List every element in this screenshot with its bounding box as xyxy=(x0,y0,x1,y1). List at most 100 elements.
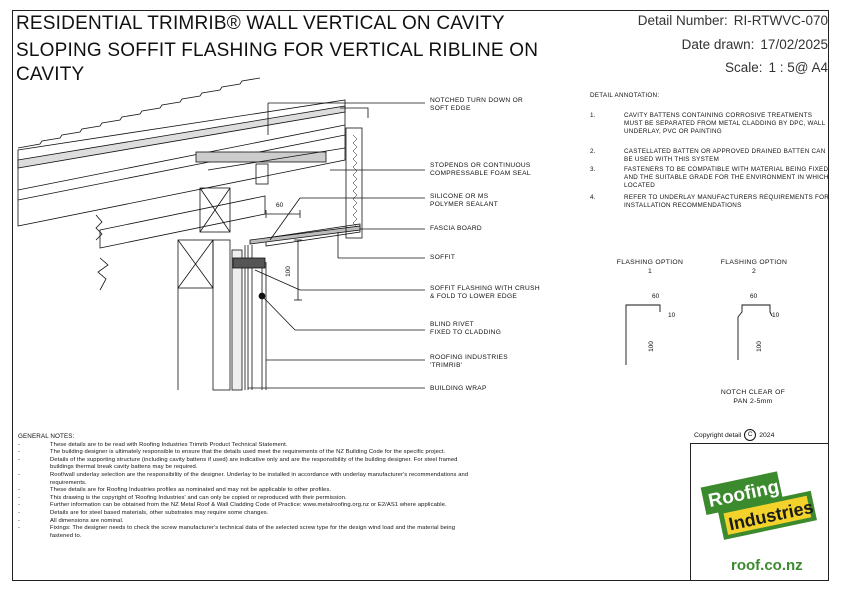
wall-stud xyxy=(212,239,231,391)
annotation-number: 4. xyxy=(590,194,596,201)
scale-value: 1 : 5@ A4 xyxy=(768,60,829,75)
note-bullet: - xyxy=(18,517,21,524)
callout-soft-edge: SOFT EDGE xyxy=(430,105,471,112)
copyright-year: 2024 xyxy=(759,431,775,439)
note-bullet: - xyxy=(18,525,21,532)
cavity-batten xyxy=(231,249,243,391)
copyright-text: Copyright detail xyxy=(694,431,742,439)
annotation-item: 3. FASTENERS TO BE COMPATIBLE WITH MATER… xyxy=(590,166,830,192)
dimension-60: 60 xyxy=(276,202,284,209)
general-note: - These details are for Roofing Industrie… xyxy=(18,487,478,495)
copyright-line: Copyright detail C 2024 xyxy=(694,429,774,441)
note-bullet: - xyxy=(18,456,21,463)
note-text: The building designer is ultimately resp… xyxy=(50,449,446,456)
note-bullet: - xyxy=(18,502,21,509)
callout-polymer-sealant: POLYMER SEALANT xyxy=(430,201,499,208)
annotation-number: 2. xyxy=(590,148,596,155)
note-text: These details are for Roofing Industries… xyxy=(50,487,332,494)
callout-notched-turn-down: NOTCHED TURN DOWN OR xyxy=(430,97,524,104)
annotation-number: 1. xyxy=(590,112,596,119)
date-drawn: Date drawn: 17/02/2025 xyxy=(676,37,828,52)
note-text: Roof/wall underlay selection are the res… xyxy=(50,471,469,486)
drawing-title-line-1: RESIDENTIAL TRIMRIB® WALL VERTICAL ON CA… xyxy=(16,13,505,34)
soffit-board xyxy=(265,223,361,247)
notch-note-line-1: NOTCH CLEAR OF xyxy=(720,389,786,396)
top-plate xyxy=(199,187,231,233)
flashing-option-2-title: FLASHING OPTION 2 xyxy=(710,258,798,276)
flashing-option-1-number: 1 xyxy=(647,268,653,275)
detail-number: Detail Number: RI-RTWVC-070 xyxy=(632,13,828,28)
annotation-item: 2. CASTELLATED BATTEN OR APPROVED DRAINE… xyxy=(590,148,830,164)
note-bullet: - xyxy=(18,494,21,501)
general-note: - These details are to be read with Roofi… xyxy=(18,442,478,450)
note-bullet: - xyxy=(18,487,21,494)
detail-number-label: Detail Number: xyxy=(637,13,728,28)
callout-crush-fold: & FOLD TO LOWER EDGE xyxy=(430,293,518,300)
callout-stopends: STOPENDS OR CONTINUOUS xyxy=(430,162,531,169)
general-note: - The building designer is ultimately res… xyxy=(18,449,478,457)
general-note: -Details of the supporting structure (in… xyxy=(18,457,478,472)
note-text: Details are for steel based materials, o… xyxy=(50,509,269,516)
callout-trimrib: 'TRIMRIB' xyxy=(430,362,463,369)
date-drawn-value: 17/02/2025 xyxy=(760,37,828,52)
note-text: These details are to be read with Roofin… xyxy=(50,441,288,448)
annotation-item: 1. CAVITY BATTENS CONTAINING CORROSIVE T… xyxy=(590,112,830,138)
general-notes: GENERAL NOTES: - These details are to be … xyxy=(18,433,478,540)
scale-label: Scale: xyxy=(724,60,763,75)
note-text: Further information can be obtained from… xyxy=(50,502,447,509)
general-note: - Details are for steel based materials, … xyxy=(18,510,478,518)
annotation-heading: DETAIL ANNOTATION: xyxy=(590,92,660,99)
detail-number-value: RI-RTWVC-070 xyxy=(733,13,828,28)
notch-note: NOTCH CLEAR OF PAN 2-5mm xyxy=(708,388,798,406)
flashing-option-1-title: FLASHING OPTION 1 xyxy=(606,258,694,276)
general-note: - Further information can be obtained fro… xyxy=(18,502,478,510)
flashing-option-2-profile xyxy=(737,304,773,360)
note-bullet: - xyxy=(18,471,21,478)
general-note: - Fixings: The designer needs to check th… xyxy=(18,525,478,540)
note-text: Fixings: The designer needs to check the… xyxy=(50,525,456,539)
logo-panel: Roofing Industries roof.co.nz xyxy=(690,443,829,581)
note-bullet: - xyxy=(18,441,21,448)
general-note: - Roof/wall underlay selection are the re… xyxy=(18,472,478,487)
general-note: - This drawing is the copyright of 'Roofi… xyxy=(18,495,478,503)
option-1-dim-10: 10 xyxy=(668,312,676,319)
callout-building-wrap: BUILDING WRAP xyxy=(430,385,487,392)
option-2-dim-60: 60 xyxy=(750,293,758,300)
option-1-dim-100: 100 xyxy=(647,341,655,352)
fascia-board xyxy=(345,127,363,239)
annotation-text: REFER TO UNDERLAY MANUFACTURERS REQUIREM… xyxy=(624,194,830,209)
callout-roofing-industries: ROOFING INDUSTRIES xyxy=(430,354,508,361)
callout-fascia-board: FASCIA BOARD xyxy=(430,225,482,232)
scale: Scale: 1 : 5@ A4 xyxy=(719,60,828,75)
date-drawn-label: Date drawn: xyxy=(681,37,755,52)
option-1-dim-60: 60 xyxy=(652,293,660,300)
rafter xyxy=(17,99,346,227)
general-note: - All dimensions are nominal. xyxy=(18,518,478,526)
option-2-dim-100: 100 xyxy=(755,341,763,352)
drawing-title-line-3: CAVITY xyxy=(16,64,85,85)
annotation-item: 4. REFER TO UNDERLAY MANUFACTURERS REQUI… xyxy=(590,194,830,220)
annotation-text: CASTELLATED BATTEN OR APPROVED DRAINED B… xyxy=(624,148,826,163)
note-bullet: - xyxy=(18,509,21,516)
roof-cladding xyxy=(17,77,261,149)
callout-silicone: SILICONE OR MS xyxy=(430,193,489,200)
flashing-option-2-label: FLASHING OPTION xyxy=(720,259,788,266)
annotation-text: FASTENERS TO BE COMPATIBLE WITH MATERIAL… xyxy=(624,166,829,189)
note-text: All dimensions are nominal. xyxy=(50,517,124,524)
drawing-title-line-2: SLOPING SOFFIT FLASHING FOR VERTICAL RIB… xyxy=(16,40,539,61)
annotation-text: CAVITY BATTENS CONTAINING CORROSIVE TREA… xyxy=(624,112,826,135)
notch-note-line-2: PAN 2-5mm xyxy=(733,398,773,405)
flashing-option-1-label: FLASHING OPTION xyxy=(616,259,684,266)
logo-url: roof.co.nz xyxy=(731,557,803,574)
note-bullet: - xyxy=(18,449,21,456)
callout-soffit-flashing: SOFFIT FLASHING WITH CRUSH xyxy=(430,285,540,292)
annotation-number: 3. xyxy=(590,166,596,173)
callout-blind-rivet: BLIND RIVET xyxy=(430,321,474,328)
callout-soffit: SOFFIT xyxy=(430,254,456,261)
option-2-dim-10: 10 xyxy=(772,312,780,319)
general-notes-heading: GENERAL NOTES: xyxy=(18,433,75,440)
note-text: This drawing is the copyright of 'Roofin… xyxy=(50,494,347,501)
copyright-symbol: C xyxy=(744,429,757,441)
